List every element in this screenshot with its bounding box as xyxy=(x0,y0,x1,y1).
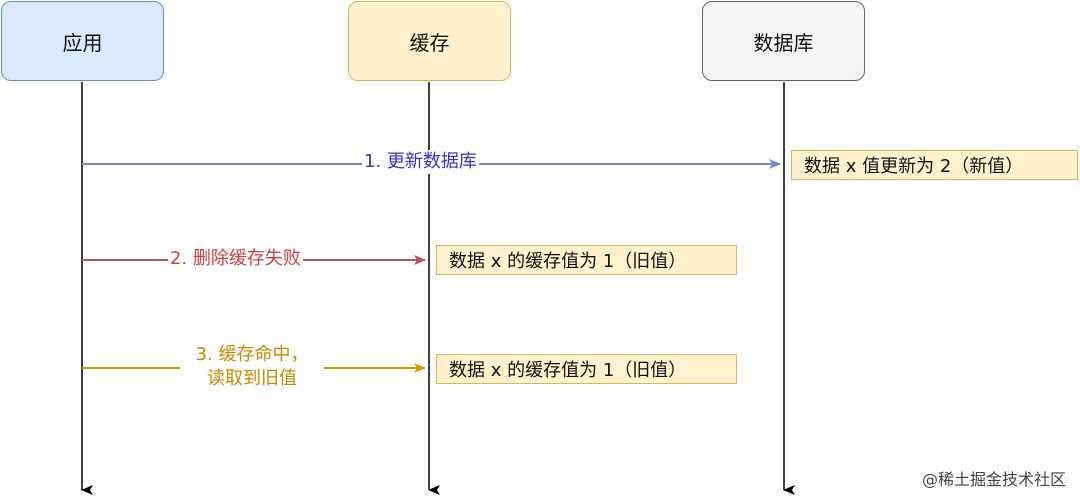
note-cache-value-after-delete: 数据 x 的缓存值为 1（旧值） xyxy=(436,245,737,275)
watermark: @稀土掘金技术社区 xyxy=(921,470,1066,489)
message-step3-label: 3. 缓存命中， 读取到旧值 xyxy=(180,343,324,391)
message-step3-line2: 读取到旧值 xyxy=(207,368,297,389)
actor-app-label: 应用 xyxy=(62,30,103,55)
actor-cache: 缓存 xyxy=(348,1,511,81)
note-cache-value-on-read: 数据 x 的缓存值为 1（旧值） xyxy=(436,354,737,384)
message-step3-line1: 3. 缓存命中， xyxy=(195,344,309,365)
message-step2-label: 2. 删除缓存失败 xyxy=(168,247,303,271)
actor-app: 应用 xyxy=(1,1,164,81)
message-step1-label: 1. 更新数据库 xyxy=(362,150,479,174)
actor-cache-label: 缓存 xyxy=(409,30,450,55)
actor-database: 数据库 xyxy=(702,1,865,81)
note-database-value: 数据 x 值更新为 2（新值） xyxy=(791,150,1078,180)
actor-database-label: 数据库 xyxy=(753,30,814,55)
